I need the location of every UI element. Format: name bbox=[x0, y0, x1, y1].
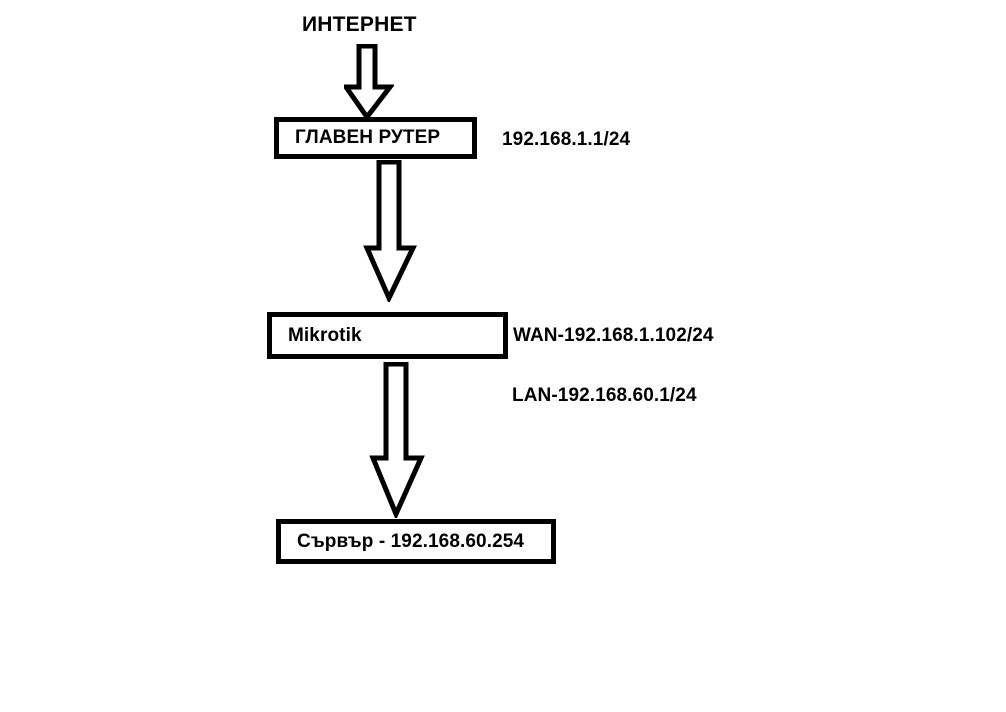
node-main-router-label: ГЛАВЕН РУТЕР bbox=[295, 127, 441, 148]
node-server-label: Сървър - 192.168.60.254 bbox=[297, 530, 525, 552]
node-main-router[interactable]: ГЛАВЕН РУТЕР bbox=[274, 117, 477, 159]
node-mikrotik[interactable]: Mikrotik bbox=[267, 312, 508, 359]
arrow-main-router-to-mikrotik bbox=[363, 160, 417, 302]
arrow-mikrotik-to-server bbox=[369, 362, 425, 518]
annotation-mikrotik-wan-ip: WAN-192.168.1.102/24 bbox=[513, 325, 714, 346]
node-mikrotik-label: Mikrotik bbox=[288, 324, 362, 346]
arrow-internet-to-main-router bbox=[344, 44, 394, 120]
node-server[interactable]: Сървър - 192.168.60.254 bbox=[276, 519, 556, 564]
internet-label: ИНТЕРНЕТ bbox=[302, 13, 417, 36]
annotation-main-router-ip: 192.168.1.1/24 bbox=[502, 129, 631, 150]
annotation-mikrotik-lan-ip: LAN-192.168.60.1/24 bbox=[512, 385, 697, 406]
